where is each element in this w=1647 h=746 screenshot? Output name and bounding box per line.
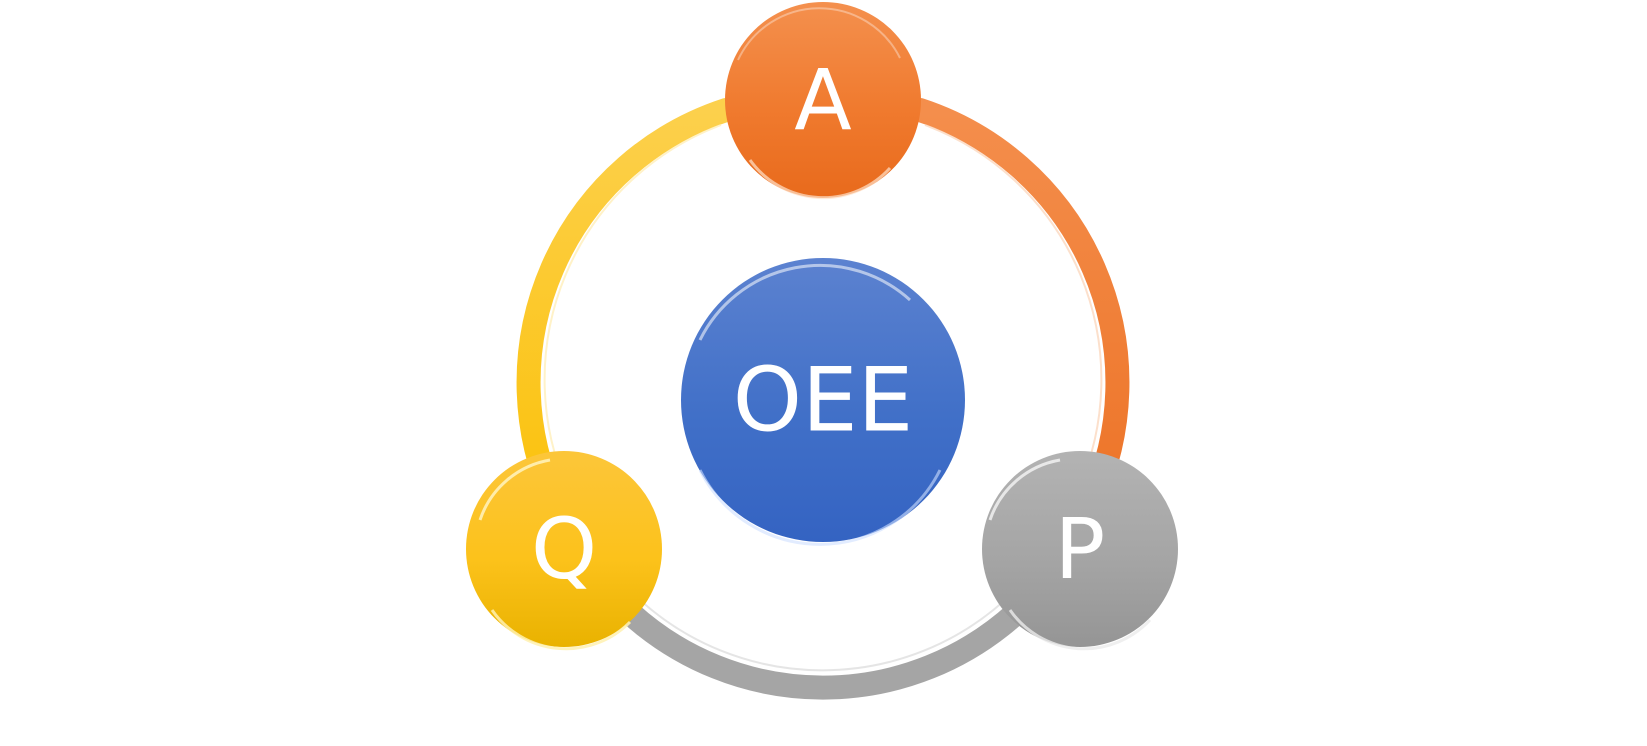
arc-q-to-a-highlight <box>543 124 722 491</box>
node-p: P <box>982 451 1178 651</box>
node-p-label: P <box>1055 500 1106 598</box>
node-q-label: Q <box>531 500 597 598</box>
arc-p-to-q-highlight <box>639 599 1006 672</box>
node-a: A <box>725 2 921 200</box>
node-q: Q <box>466 451 662 651</box>
node-a-label: A <box>794 51 851 149</box>
arc-q-to-a <box>516 98 738 515</box>
arc-a-to-p-highlight <box>924 124 1103 491</box>
center-node-oee: OEE <box>681 258 965 546</box>
arc-p-to-q <box>618 601 1028 700</box>
arc-a-to-p <box>908 98 1130 515</box>
center-label: OEE <box>733 349 913 452</box>
